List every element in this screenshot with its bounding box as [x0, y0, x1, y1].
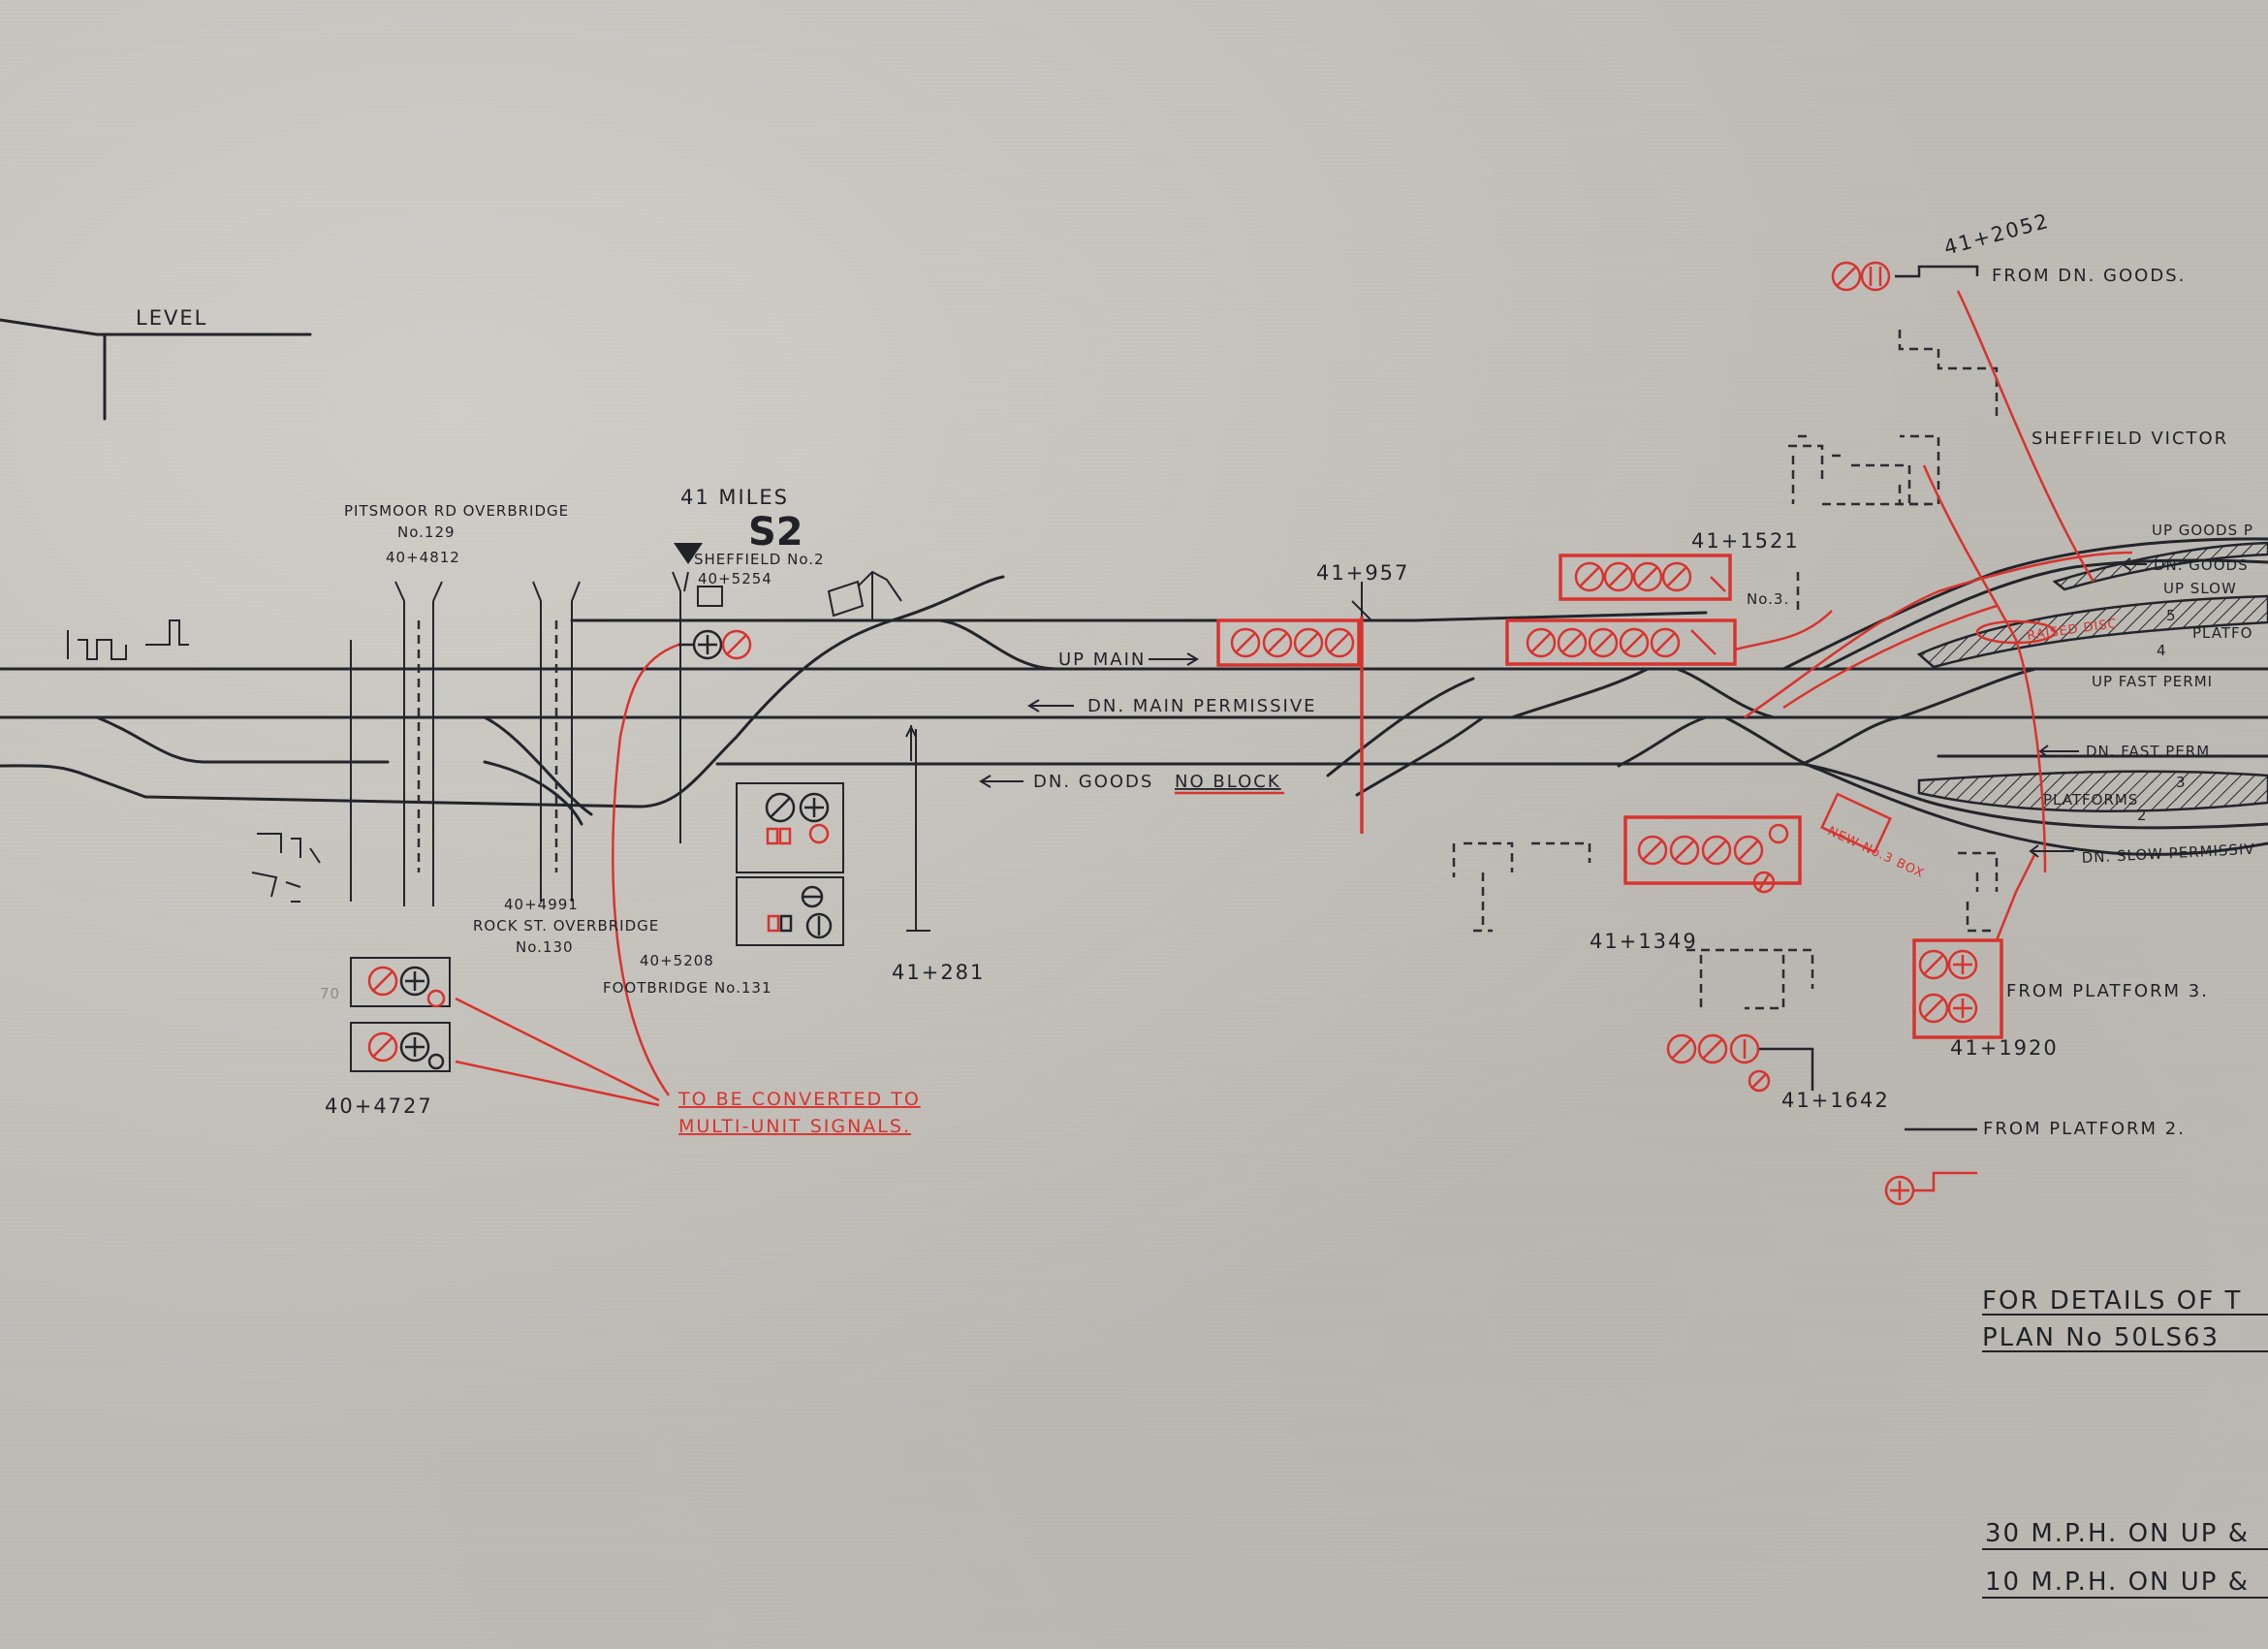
level-label: LEVEL — [136, 306, 207, 330]
up-main-label: UP MAIN — [1058, 650, 1146, 670]
speed-label-2: 10 M.P.H. ON UP & — [1985, 1568, 2250, 1597]
signals-s2 — [678, 629, 752, 660]
track-dn-goods — [0, 575, 1005, 809]
sheffield-label: SHEFFIELD VICTOR — [2032, 428, 2228, 449]
diagram-labels: LEVEL PITSMOOR RD OVERBRIDGE No.129 40+4… — [136, 209, 2268, 1599]
plat-num-3: 3 — [2176, 774, 2187, 791]
dn-goods-r-label: DN. GOODS — [2154, 556, 2249, 574]
platforms-label: PLATFORMS — [2043, 791, 2138, 809]
track-up-fast — [1781, 537, 2268, 671]
platforms — [1916, 541, 2268, 813]
platfo-label: PLATFO — [2192, 624, 2252, 642]
rock-bridge-label: ROCK ST. OVERBRIDGE — [473, 917, 659, 935]
km-957-label: 41+957 — [1316, 561, 1409, 585]
signal-box-s2 — [674, 543, 902, 620]
details-label-2: PLAN No 50LS63 — [1982, 1323, 2220, 1352]
from-dn-goods-label: FROM DN. GOODS. — [1992, 266, 2186, 286]
foot-bridge-label: FOOTBRIDGE No.131 — [603, 979, 772, 997]
track-up-goods — [570, 611, 1708, 622]
speed-label-1: 30 M.P.H. ON UP & — [1985, 1519, 2250, 1548]
box-code-label: S2 — [748, 510, 803, 555]
track-crossover-3 — [1355, 715, 1485, 797]
plat-num-5: 5 — [2166, 607, 2177, 624]
km-281-label: 41+281 — [892, 961, 985, 984]
km-2052-label: 41+2052 — [1941, 209, 2052, 260]
pitsmoor-no-label: No.129 — [397, 523, 456, 541]
km-1349-label: 41+1349 — [1590, 930, 1698, 953]
track-dn-slow — [1820, 769, 2268, 856]
dn-fast-label: DN. FAST PERM — [2086, 743, 2210, 760]
new-box-label: NEW No.3 BOX — [1825, 824, 1926, 881]
signal-panel-left — [350, 957, 451, 1072]
red-signal-panels — [1216, 261, 2003, 1206]
track-crossover-1 — [938, 618, 1058, 671]
platform-upper — [1916, 594, 2268, 669]
track-platform-low — [1937, 803, 2268, 830]
platform-top — [2052, 541, 2268, 591]
box-pointer-icon — [674, 543, 703, 564]
track-crossover-4 — [1510, 667, 1650, 719]
rock-km-label: 40+4991 — [504, 896, 579, 913]
pencil-note: 70 — [320, 985, 340, 1002]
track-crossover-9 — [1898, 667, 2037, 719]
track-up-slow — [1820, 558, 2268, 671]
track-crossover-6 — [1675, 667, 1776, 719]
ground-frames — [67, 330, 1999, 1010]
no-block-label: NO BLOCK — [1175, 772, 1281, 792]
details-label-1: FOR DETAILS OF T — [1982, 1286, 2242, 1316]
from-p3-label: FROM PLATFORM 3. — [2006, 981, 2209, 1001]
km-1642-label: 41+1642 — [1781, 1089, 1890, 1112]
from-p2-label: FROM PLATFORM 2. — [1983, 1119, 2186, 1139]
direction-arrows — [905, 557, 2147, 858]
track-crossover-10 — [1801, 762, 1940, 807]
miles-label: 41 MILES — [680, 486, 789, 509]
red-leaders — [455, 290, 2133, 1107]
km-1920-label: 41+1920 — [1950, 1036, 2059, 1060]
plat-num-2: 2 — [2137, 807, 2148, 824]
signal-panel-center — [736, 782, 844, 946]
track-crossover-8 — [1801, 715, 1902, 766]
track-lines — [0, 537, 2268, 856]
track-crossover-5 — [1617, 715, 1708, 768]
box-km-label: 40+5254 — [698, 570, 772, 587]
up-slow-label: UP SLOW — [2163, 580, 2237, 597]
no3-label: No.3. — [1747, 590, 1789, 608]
plat-num-4: 4 — [2157, 642, 2167, 659]
convert-label-1: TO BE CONVERTED TO — [677, 1089, 921, 1110]
track-branch-2 — [483, 760, 583, 826]
up-fast-label: UP FAST PERMI — [2092, 673, 2213, 690]
km-4727-label: 40+4727 — [325, 1094, 433, 1118]
dn-main-label: DN. MAIN PERMISSIVE — [1087, 696, 1317, 716]
pitsmoor-km-label: 40+4812 — [386, 549, 460, 566]
dn-slow-label: DN. SLOW PERMISSIV — [2081, 840, 2255, 867]
convert-label-2: MULTI-UNIT SIGNALS. — [678, 1116, 911, 1137]
dn-goods-label: DN. GOODS — [1033, 772, 1153, 792]
track-crossover-2 — [1326, 677, 1475, 777]
km-1521-label: 41+1521 — [1691, 529, 1800, 553]
up-goods-label: UP GOODS P — [2152, 522, 2253, 539]
pitsmoor-bridge-label: PITSMOOR RD OVERBRIDGE — [344, 502, 569, 520]
rock-no-label: No.130 — [516, 938, 574, 956]
box-name-label: SHEFFIELD No.2 — [694, 551, 825, 568]
foot-km-label: 40+5208 — [640, 952, 714, 969]
track-branch-1 — [95, 715, 390, 764]
level-marker — [0, 318, 312, 421]
